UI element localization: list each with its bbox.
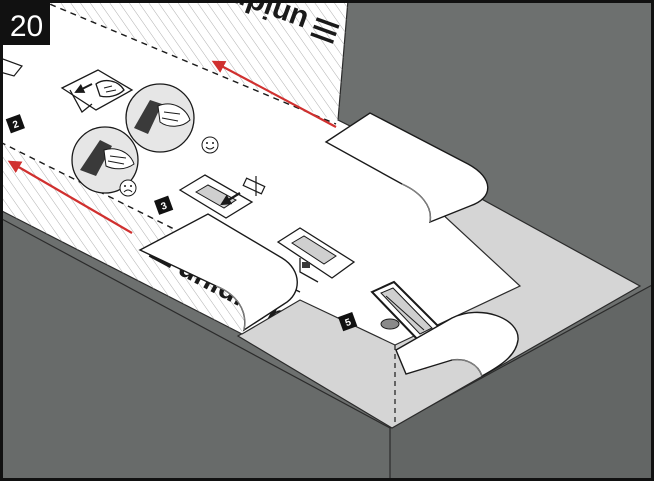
detail-circle-wrong	[71, 126, 139, 194]
step-number: 20	[10, 10, 43, 43]
block-right-face	[390, 284, 654, 481]
hatched-band-lower	[0, 142, 262, 334]
dashed-cut-line-upper	[39, 0, 337, 125]
block-left-face	[0, 218, 390, 481]
figure-step-3	[178, 174, 266, 219]
release-liner-upper	[324, 112, 489, 224]
black-arrow-icon	[74, 83, 93, 93]
red-arrow-icon	[211, 60, 337, 128]
figure-step-1-partial	[0, 57, 23, 77]
step-badge-2: 2	[5, 114, 25, 134]
release-liner-left	[138, 213, 298, 332]
red-arrow-icon	[7, 160, 133, 234]
step-badge-2-label: 2	[11, 119, 20, 131]
step-badge-5-label: 5	[344, 317, 353, 329]
black-arrow-icon	[220, 192, 241, 206]
release-liner-bottom	[395, 311, 519, 378]
step-badge-3: 3	[154, 195, 174, 215]
figure-step-4	[276, 227, 356, 283]
frowning-face-icon	[119, 179, 137, 197]
smiley-face-icon	[201, 136, 219, 154]
figure-hand-peel	[60, 69, 134, 113]
detail-circle-right	[125, 83, 195, 153]
step-badge-3-label: 3	[160, 200, 169, 212]
step-badge-5: 5	[338, 312, 358, 332]
step-number-badge: 20	[3, 3, 50, 45]
